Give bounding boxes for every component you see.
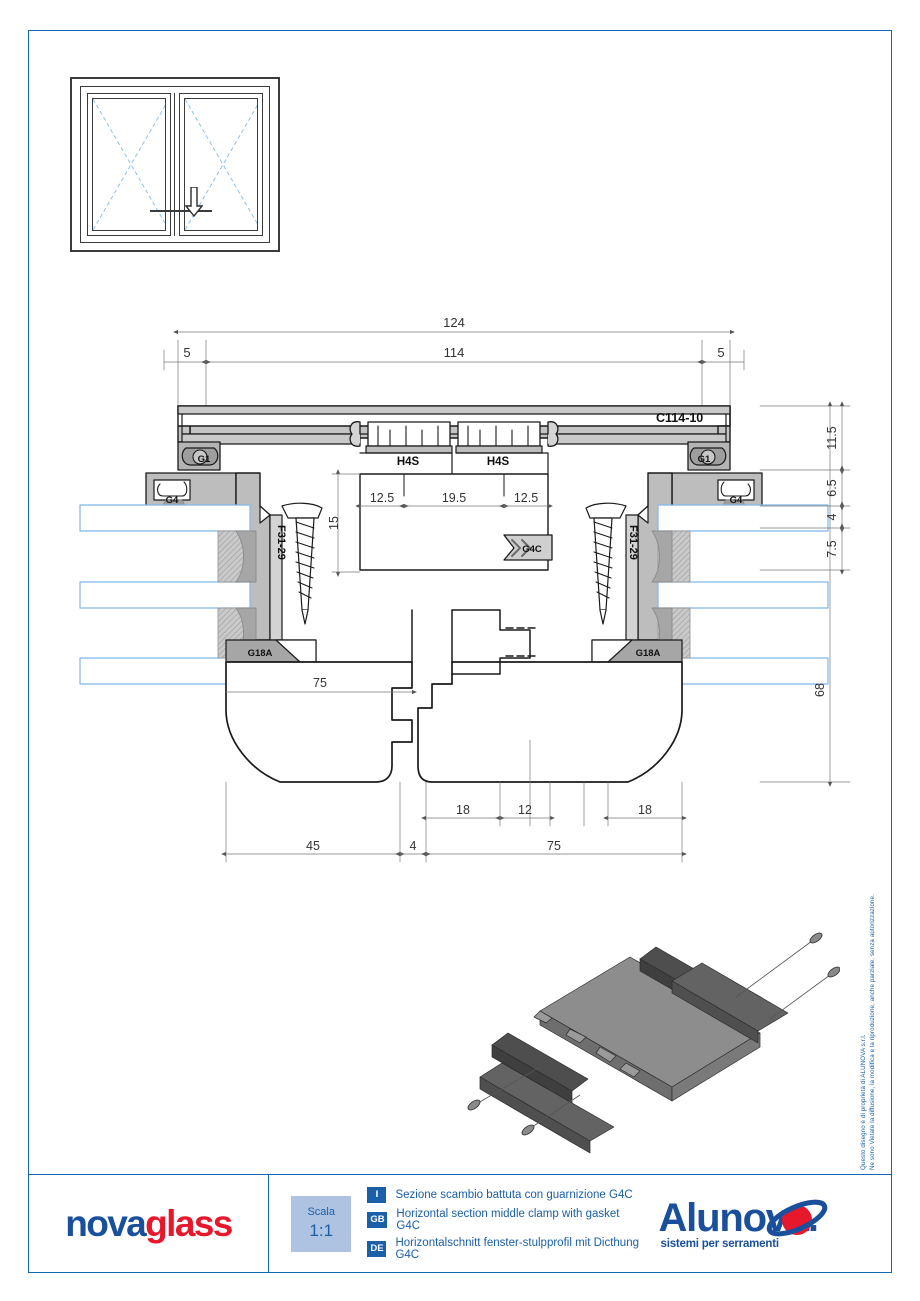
dim-chamber-height: 15: [327, 516, 341, 530]
symbol-sash-right: [179, 93, 263, 236]
novaglass-logo-nova: nova: [65, 1202, 147, 1244]
dim-12: 12: [518, 803, 532, 817]
dim-inner-114: 114: [444, 345, 465, 360]
gasket-g4c: [503, 534, 553, 561]
dim-7-5: 7.5: [825, 540, 839, 557]
scale-box: Scala 1:1: [291, 1195, 352, 1252]
description-text-gb: Horizontal section middle clamp with gas…: [396, 1207, 620, 1232]
copyright-line-2: Ne sono Vietate la diffusione, la modifi…: [869, 894, 876, 1170]
symbol-pane-left: [92, 98, 166, 231]
glass-pane-right-1: [657, 504, 829, 532]
label-g4-left: G4: [166, 495, 179, 506]
description-text-it: Sezione scambio battuta con guarnizione …: [395, 1188, 633, 1201]
symbol-outer-frame: [80, 86, 270, 243]
window-type-symbol: [70, 77, 280, 252]
dim-11-5: 11.5: [825, 426, 839, 449]
title-block-middle: Scala 1:1 I Sezione scambio battuta con …: [269, 1175, 641, 1272]
glass-pane-left-2: [79, 581, 251, 609]
label-f31-29-right: F31-29: [627, 525, 639, 560]
novaglass-logo-glass: glass: [145, 1202, 233, 1244]
description-row-it: I Sezione scambio battuta con guarnizion…: [367, 1186, 641, 1203]
copyright-line-1: Questo disegno è di proprietà di ALUNOVA…: [860, 1034, 867, 1170]
label-g1-left: G1: [198, 454, 211, 465]
dim-75-inner: 75: [313, 676, 327, 690]
label-f31-29-left: F31-29: [275, 525, 287, 560]
dim-total-124: 124: [443, 315, 465, 330]
novaglass-logo: novaglass: [29, 1175, 269, 1272]
description-text-de: Horizontalschnitt fenster-stulpprofil mi…: [395, 1236, 639, 1261]
glass-pane-right-2: [657, 581, 829, 609]
dim-6-5: 6.5: [825, 479, 839, 496]
glass-pane-left-3: [79, 657, 251, 685]
dim-4: 4: [410, 839, 417, 853]
dim-chamber-right: 12.5: [514, 491, 538, 505]
dim-chamber-left: 12.5: [370, 491, 394, 505]
screw-left: [281, 502, 323, 625]
alunova-planet-icon: [763, 1192, 833, 1251]
description-rows: I Sezione scambio battuta con guarnizion…: [367, 1186, 641, 1261]
alunova-logo: Alunova. sistemi per serramenti: [641, 1175, 891, 1272]
screw-right: [585, 502, 627, 625]
glass-pane-left-1: [79, 504, 251, 532]
isometric-exploded-view: [440, 905, 840, 1155]
title-block: novaglass Scala 1:1 I Sezione scambio ba…: [28, 1174, 892, 1273]
label-g18a-left: G18A: [248, 648, 273, 659]
glass-pane-right-3: [657, 657, 829, 685]
copyright-notice: Questo disegno è di proprietà di ALUNOVA…: [855, 894, 891, 1170]
dim-75-bottom: 75: [547, 839, 561, 853]
scale-label: Scala: [307, 1206, 335, 1218]
label-h4s-right: H4S: [487, 456, 510, 468]
dim-left-edge-5: 5: [183, 345, 190, 360]
scale-value: 1:1: [309, 1221, 334, 1240]
label-g4c: G4C: [522, 544, 542, 555]
label-g4-right: G4: [730, 495, 743, 506]
dim-18-right: 18: [638, 803, 652, 817]
dim-4-right: 4: [825, 513, 839, 520]
lang-tag-it: I: [367, 1186, 387, 1203]
dim-18-left: 18: [456, 803, 470, 817]
description-row-de: DE Horizontalschnitt fenster-stulpprofil…: [367, 1237, 641, 1261]
lang-tag-gb: GB: [367, 1211, 388, 1228]
symbol-handle-bar: [150, 210, 212, 212]
dim-chamber-mid: 19.5: [442, 491, 466, 505]
dim-right-edge-5: 5: [717, 345, 724, 360]
label-h4s-left: H4S: [397, 456, 420, 468]
alunova-logo-tagline: sistemi per serramenti: [660, 1237, 780, 1250]
dim-68: 68: [813, 683, 827, 697]
description-row-gb: GB Horizontal section middle clamp with …: [367, 1208, 641, 1232]
label-g1-right: G1: [698, 454, 711, 465]
horizontal-section-drawing: 124 114 5 5 C114-10: [60, 310, 860, 910]
lang-tag-de: DE: [367, 1240, 387, 1257]
label-g18a-right: G18A: [636, 648, 661, 659]
dim-45: 45: [306, 839, 320, 853]
label-profile-c114-10: C114-10: [656, 411, 703, 425]
down-arrow-icon: [184, 186, 204, 222]
symbol-sash-left: [87, 93, 171, 236]
